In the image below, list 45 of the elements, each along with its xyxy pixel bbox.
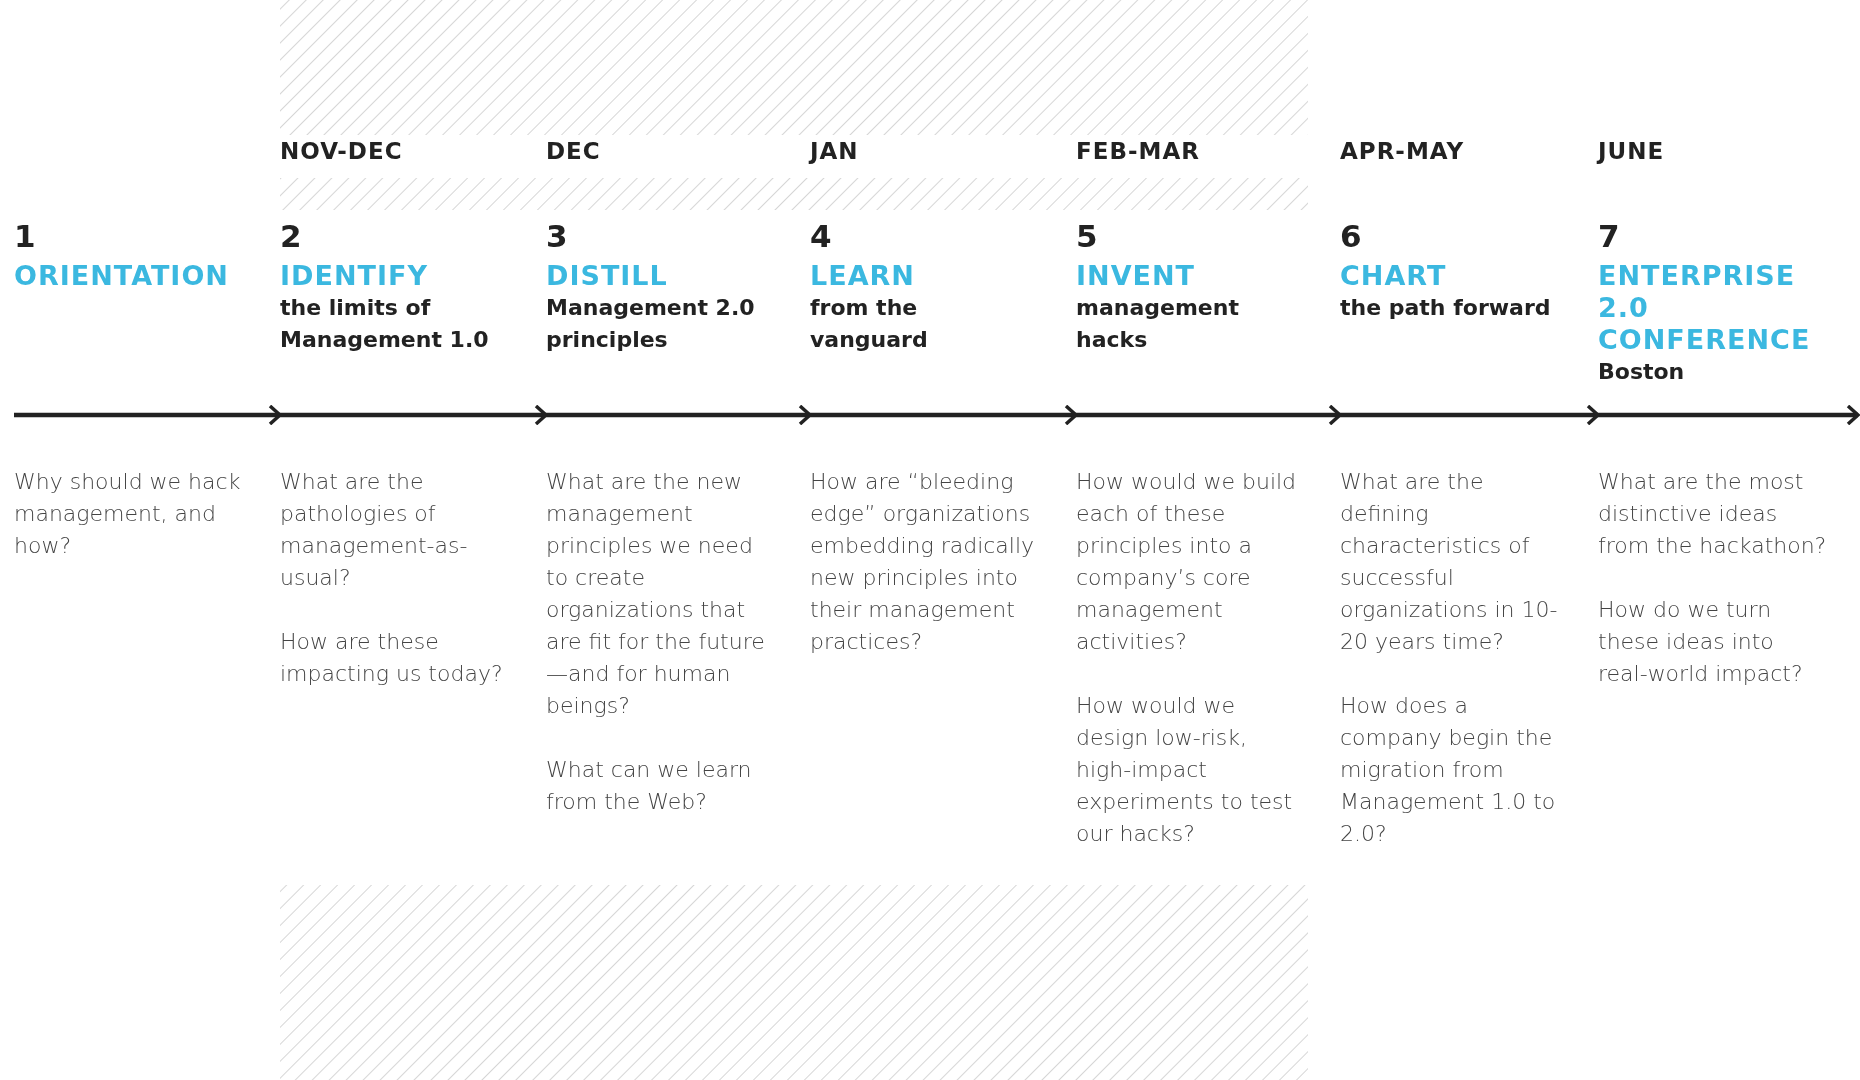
phase-subtitle: Boston (1598, 358, 1685, 386)
step-number: 4 (810, 218, 832, 254)
arrow (1598, 404, 1860, 426)
step-number: 7 (1598, 218, 1620, 254)
phase-subtitle: Management 2.0 principles (546, 294, 756, 354)
month-label: JUNE (1598, 138, 1665, 164)
phase-title: INVENT (1076, 260, 1195, 292)
step-number: 2 (280, 218, 302, 254)
phase-subtitle: from the vanguard (810, 294, 929, 354)
question-text: What are the most distinctive ideas from the hackathon? (1598, 468, 1828, 560)
arrow (546, 404, 812, 426)
question-text: Why should we hack management, and how? (14, 468, 242, 560)
month-label: DEC (546, 138, 601, 164)
step-number: 6 (1340, 218, 1362, 254)
step-number: 3 (546, 218, 568, 254)
month-label: NOV-DEC (280, 138, 403, 164)
step-number: 5 (1076, 218, 1098, 254)
question-text: What are the pathologies of management-as-usual? (280, 468, 469, 592)
question-text: How would we design low-risk, high-impact experiments to test our hacks? (1076, 692, 1294, 848)
question-text: How does a company begin the migration from Management 1.0 to 2.0? (1340, 692, 1557, 848)
arrow (810, 404, 1078, 426)
month-label: JAN (810, 138, 859, 164)
phase-title: IDENTIFY (280, 260, 428, 292)
arrow (1076, 404, 1342, 426)
arrow (280, 404, 548, 426)
question-text: How are these impacting us today? (280, 628, 504, 688)
phase-title: ORIENTATION (14, 260, 229, 292)
arrow (14, 404, 282, 426)
question-text: How do we turn these ideas into real-world impact? (1598, 596, 1804, 688)
phase-subtitle: the path forward (1340, 294, 1551, 322)
phase-title: ENTERPRISE 2.0 CONFERENCE (1598, 260, 1812, 356)
question-text: How would we build each of these principles into a company’s core management activities? (1076, 468, 1298, 656)
phase-title: DISTILL (546, 260, 668, 292)
phase-title: CHART (1340, 260, 1447, 292)
phase-subtitle: management hacks (1076, 294, 1240, 354)
phase-title: LEARN (810, 260, 915, 292)
step-number: 1 (14, 218, 36, 254)
question-text: What can we learn from the Web? (546, 756, 753, 816)
month-label: APR-MAY (1340, 138, 1465, 164)
phase-subtitle: the limits of Management 1.0 (280, 294, 490, 354)
arrow (1340, 404, 1600, 426)
question-text: How are “bleeding edge” organizations embedding radically new principles into their management practices? (810, 468, 1036, 656)
question-text: What are the defining characteristics of successful organizations in 10-20 years time? (1340, 468, 1559, 656)
month-label: FEB-MAR (1076, 138, 1200, 164)
question-text: What are the new management principles we need to create organizations that are fit for the future—and for human beings? (546, 468, 766, 720)
